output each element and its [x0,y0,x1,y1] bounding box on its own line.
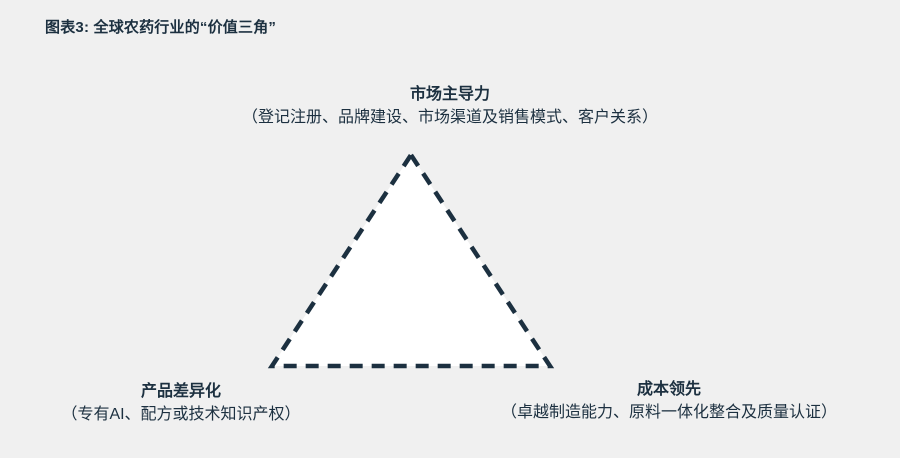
vertex-top-detail: （登记注册、品牌建设、市场渠道及销售模式、客户关系） [241,109,658,126]
page-title: 图表3: 全球农药行业的“价值三角” [45,19,277,36]
vertex-bottom-left-heading: 产品差异化 [140,383,221,400]
vertex-bottom-left-detail: （专有AI、配方或技术知识产权） [61,406,301,423]
vertex-label-bottom-left: 产品差异化 （专有AI、配方或技术知识产权） [0,381,362,427]
triangle-polygon [267,150,555,369]
vertex-bottom-right-heading: 成本领先 [636,381,701,398]
vertex-top-heading: 市场主导力 [409,86,490,103]
vertex-label-bottom-right: 成本领先 （卓越制造能力、原料一体化整合及质量认证） [438,379,900,425]
vertex-label-top: 市场主导力 （登记注册、品牌建设、市场渠道及销售模式、客户关系） [0,84,900,130]
vertex-bottom-right-detail: （卓越制造能力、原料一体化整合及质量认证） [500,404,837,421]
